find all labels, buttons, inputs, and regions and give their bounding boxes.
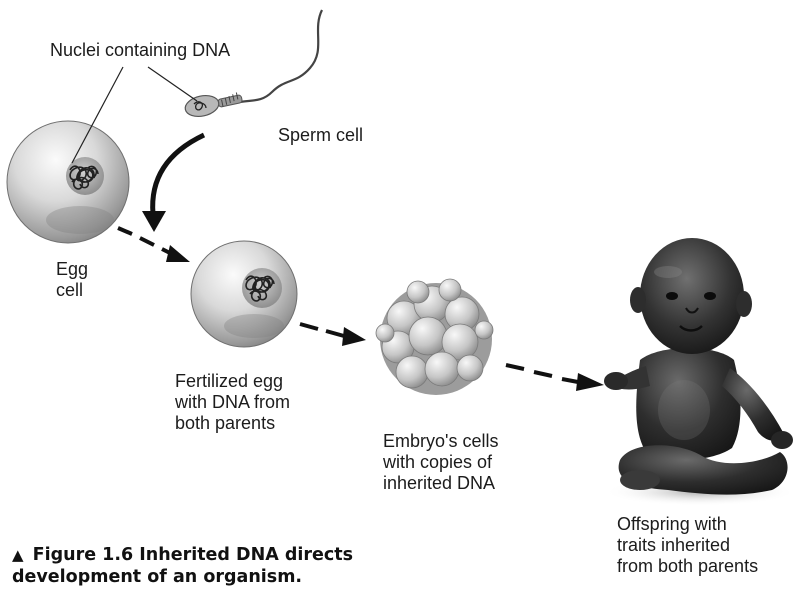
embryo-label: Embryo's cells with copies of inherited …: [383, 431, 498, 494]
caption-figure-number: Figure 1.6: [33, 545, 134, 565]
nuclei-label: Nuclei containing DNA: [50, 40, 230, 61]
fertilized-egg-label: Fertilized egg with DNA from both parent…: [175, 371, 290, 434]
egg-cell: [7, 121, 129, 243]
sperm-cell-label: Sperm cell: [278, 125, 363, 146]
fertilized-egg: [191, 241, 297, 347]
caption-triangle-icon: ▲: [12, 546, 24, 564]
caption-text: Inherited DNA directs: [139, 545, 353, 565]
sperm-cell: [183, 10, 322, 119]
arrow-egg-to-fertilized: [118, 228, 190, 262]
egg-cell-label: Egg cell: [56, 259, 88, 301]
fertilization-arrow: [142, 135, 204, 232]
embryo: [376, 279, 493, 395]
caption-text-line2: development of an organism.: [12, 567, 302, 587]
offspring-label: Offspring with traits inherited from bot…: [617, 514, 758, 577]
arrow-fertilized-to-embryo: [300, 324, 366, 346]
arrow-embryo-to-offspring: [506, 365, 604, 391]
offspring-baby: [604, 238, 793, 506]
figure-caption: ▲ Figure 1.6 Inherited DNA directs devel…: [12, 544, 353, 588]
fertilized-nucleus: [242, 268, 282, 308]
